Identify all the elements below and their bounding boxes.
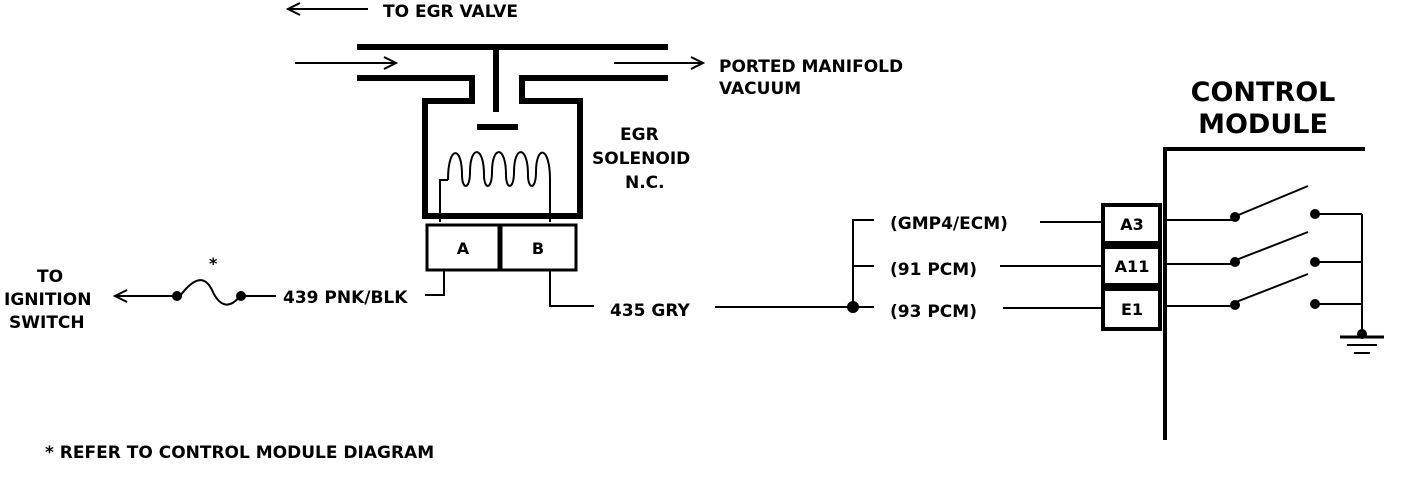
module-pin-boxes <box>1101 203 1162 331</box>
wire-435-segment-a <box>549 270 594 307</box>
terminal-a-label: A <box>457 239 470 258</box>
footnote: * REFER TO CONTROL MODULE DIAGRAM <box>45 443 434 463</box>
circuit-label-1: (GMP4/ECM) <box>890 214 1008 234</box>
switch-contacts <box>1230 209 1320 310</box>
wire-435-label: 435 GRY <box>610 301 691 321</box>
vacuum-inlet-arrow <box>295 56 399 70</box>
solenoid-valve-body <box>357 47 668 219</box>
solenoid-label-egr: EGR <box>620 125 659 145</box>
ground-icon <box>1340 335 1384 354</box>
module-title-line2: MODULE <box>1198 109 1328 140</box>
ported-manifold-label: PORTED MANIFOLD <box>719 57 903 77</box>
solenoid-label-solenoid: SOLENOID <box>592 149 690 169</box>
module-switches <box>1165 185 1363 335</box>
fuse-terminal-right <box>236 291 246 301</box>
splice-junction <box>847 301 859 313</box>
pin-2-label: A11 <box>1115 257 1150 276</box>
pin-3-label: E1 <box>1121 300 1143 319</box>
ignition-label-switch: SWITCH <box>9 313 85 333</box>
solenoid-coil-icon <box>439 151 551 222</box>
circuit-label-2: (91 PCM) <box>890 260 977 280</box>
fuse-terminal-left <box>172 291 182 301</box>
vacuum-label: VACUUM <box>719 79 801 99</box>
fuse-icon <box>112 279 276 306</box>
ported-vacuum-arrow <box>614 56 706 70</box>
ignition-label-ignition: IGNITION <box>4 290 91 310</box>
to-egr-valve-arrow <box>285 2 368 16</box>
wire-439 <box>425 270 445 296</box>
solenoid-connector <box>425 223 578 272</box>
solenoid-label-nc: N.C. <box>625 173 665 193</box>
wire-439-label: 439 PNK/BLK <box>283 288 408 308</box>
ground-junction <box>1357 329 1367 339</box>
fuse-note-mark: * <box>209 254 218 273</box>
terminal-b-label: B <box>532 239 544 258</box>
to-egr-valve-label: TO EGR VALVE <box>383 2 518 22</box>
control-module-outline <box>1163 147 1365 440</box>
module-title-line1: CONTROL <box>1191 77 1336 108</box>
pin-1-label: A3 <box>1120 215 1144 234</box>
ignition-label-to: TO <box>37 267 63 287</box>
circuit-label-3: (93 PCM) <box>890 302 977 322</box>
